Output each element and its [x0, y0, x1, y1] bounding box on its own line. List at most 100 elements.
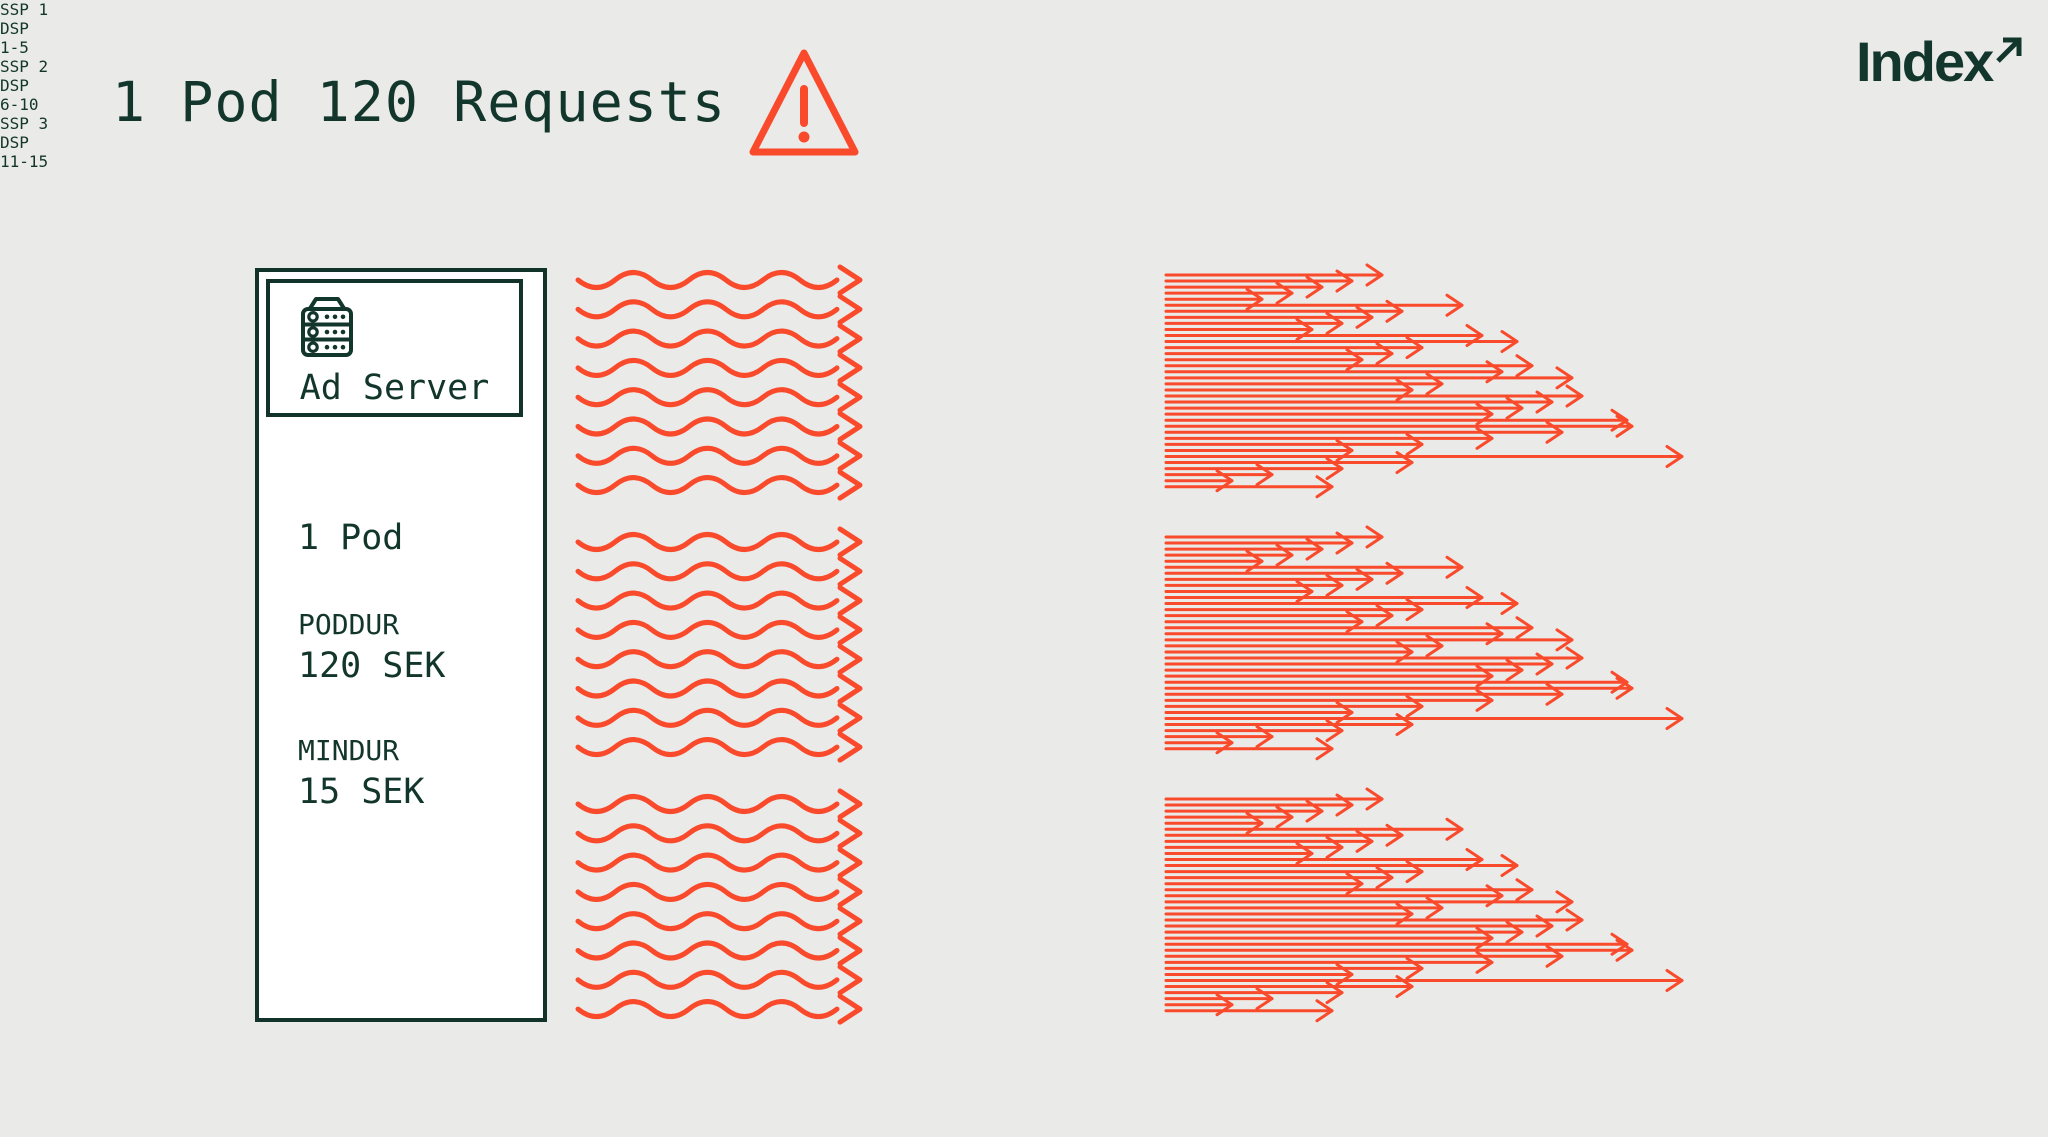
request-wave-arrow: [575, 794, 840, 814]
request-wave-arrow: [575, 357, 840, 378]
bid-request-arrowhead: [1325, 835, 1344, 859]
bid-request-arrowhead: [1325, 311, 1344, 335]
request-wave-arrow: [575, 387, 840, 408]
bid-request-arrowhead: [1215, 993, 1234, 1017]
bid-request-arrowhead: [1615, 414, 1634, 438]
bid-request-arrowhead: [1395, 451, 1414, 475]
request-wave-arrow: [575, 969, 840, 990]
request-wave-arrow: [575, 881, 840, 902]
mindur-value: 15 SEK: [298, 772, 425, 812]
request-wave-arrow: [575, 707, 840, 728]
bid-request-arrowhead: [1275, 281, 1294, 305]
bid-request-arrowhead: [1610, 408, 1629, 432]
bid-request-arrowhead: [1425, 634, 1444, 658]
bid-request-arrowhead: [1535, 652, 1554, 676]
bid-request-arrowhead: [1445, 555, 1464, 579]
request-wave-arrow: [575, 475, 840, 496]
bid-request-arrowhead: [1505, 396, 1524, 420]
bid-request-arrowhead: [1555, 366, 1574, 390]
bid-request-arrowhead: [1375, 342, 1394, 366]
request-wave-arrow: [575, 911, 840, 932]
bid-request-arrowhead: [1395, 640, 1414, 664]
ssp-box: SSP 1: [0, 0, 2048, 19]
bid-request-arrowhead: [1565, 646, 1584, 670]
bid-request-arrowhead: [1245, 287, 1264, 311]
bid-request-arrowhead: [1535, 914, 1554, 938]
bid-request-arrowhead: [1545, 944, 1564, 968]
bid-request-arrowhead: [1325, 981, 1344, 1005]
bid-request-arrowhead: [1615, 676, 1634, 700]
dsp-label-line1: DSP: [0, 133, 29, 152]
bid-request-arrowhead: [1500, 592, 1519, 616]
bid-request-arrowhead: [1345, 872, 1364, 896]
dsp-label-line2: 6-10: [0, 95, 39, 114]
bid-request-arrowhead: [1365, 787, 1384, 811]
bid-request-arrowhead: [1395, 713, 1414, 737]
poddur-label: PODDUR: [298, 608, 400, 641]
request-wave-arrow: [575, 445, 840, 466]
bid-request-arrowhead: [1515, 878, 1534, 902]
ad-server-label: Ad Server: [299, 368, 490, 408]
request-wave-arrow: [575, 823, 840, 844]
bid-request-arrowhead: [1375, 604, 1394, 628]
bid-request-arrowhead: [1475, 664, 1494, 688]
request-wave-arrowhead: [837, 526, 863, 558]
bid-request-arrowhead: [1535, 390, 1554, 414]
bid-request-arrowhead: [1565, 384, 1584, 408]
bid-request-arrowhead: [1295, 841, 1314, 865]
request-wave-arrow: [575, 590, 840, 611]
bid-request-arrowhead: [1295, 579, 1314, 603]
bid-request-arrowhead: [1610, 670, 1629, 694]
request-wave-arrowhead: [837, 264, 863, 296]
bid-request-arrowhead: [1445, 293, 1464, 317]
bid-request-arrowhead: [1475, 950, 1494, 974]
bid-request-arrowhead: [1425, 896, 1444, 920]
ssp-box: SSP 3: [0, 114, 2048, 133]
request-wave-arrowhead: [837, 673, 863, 704]
bid-request-arrowhead: [1245, 811, 1264, 835]
bid-request-arrowhead: [1215, 731, 1234, 755]
pod-count-label: 1 Pod: [298, 518, 404, 558]
bid-request-arrowhead: [1465, 586, 1484, 609]
request-wave-arrow: [575, 999, 840, 1020]
bid-request-arrowhead: [1275, 805, 1294, 829]
ssp-box: SSP 2: [0, 57, 2048, 76]
bid-request-arrowhead: [1555, 890, 1574, 914]
request-wave-arrowhead: [837, 469, 863, 501]
request-wave-arrowhead: [837, 555, 863, 587]
bid-request-arrowhead: [1485, 622, 1504, 646]
request-wave-arrowhead: [837, 411, 863, 442]
request-wave-arrowhead: [837, 876, 863, 908]
bid-request-arrowhead: [1475, 926, 1494, 950]
bid-request-arrowhead: [1335, 269, 1354, 293]
bid-request-arrowhead: [1545, 682, 1564, 706]
request-wave-arrow: [575, 678, 840, 699]
bid-request-arrowhead: [1305, 799, 1324, 823]
bid-request-arrowhead: [1395, 378, 1414, 402]
bid-request-arrowhead: [1335, 438, 1354, 462]
bid-request-arrowhead: [1355, 567, 1374, 591]
request-wave-arrowhead: [837, 323, 863, 355]
bid-request-arrowhead: [1665, 445, 1684, 468]
bid-request-arrowhead: [1405, 956, 1424, 980]
bid-request-arrowhead: [1365, 263, 1384, 287]
request-wave-arrow: [575, 532, 840, 552]
request-wave-arrow: [575, 299, 840, 320]
bid-request-arrowhead: [1345, 348, 1364, 372]
bid-request-arrowhead: [1335, 700, 1354, 724]
request-wave-arrowhead: [837, 731, 863, 763]
bid-request-arrowhead: [1355, 305, 1374, 329]
bid-request-arrowhead: [1610, 932, 1629, 956]
bid-request-arrowhead: [1295, 317, 1314, 341]
bid-request-arrowhead: [1485, 360, 1504, 384]
request-wave-arrowhead: [837, 964, 863, 996]
request-wave-arrow: [575, 561, 840, 582]
bid-request-arrowhead: [1305, 537, 1324, 561]
bid-request-arrowhead: [1405, 336, 1424, 360]
bid-request-arrowhead: [1465, 848, 1484, 871]
